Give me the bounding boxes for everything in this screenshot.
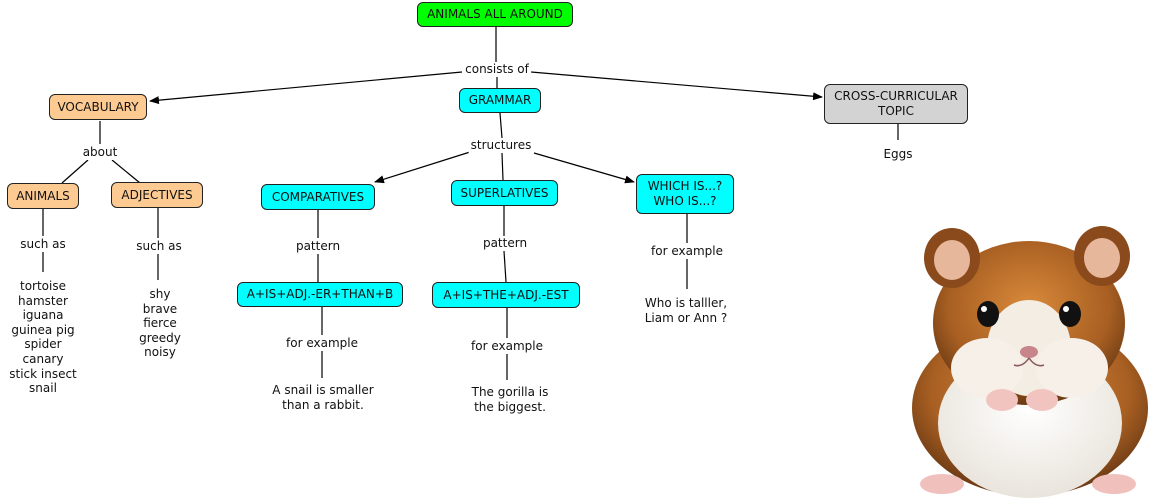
hamster-image xyxy=(912,226,1148,498)
which-is-node: WHICH IS...? WHO IS...? xyxy=(636,174,734,214)
which-example: Who is talller, Liam or Ann ? xyxy=(644,296,728,325)
animals-list: tortoise hamster iguana guinea pig spide… xyxy=(9,279,77,396)
adjectives-list: shy brave fierce greedy noisy xyxy=(139,287,181,360)
superlative-pattern-node: A+IS+THE+ADJ.-EST xyxy=(432,282,580,308)
link-such-as-adjectives: such as xyxy=(134,239,184,254)
link-pattern-comparatives: pattern xyxy=(293,239,343,254)
link-pattern-superlatives: pattern xyxy=(480,236,530,251)
adjectives-node: ADJECTIVES xyxy=(111,182,203,208)
comparative-pattern-node: A+IS+ADJ.-ER+THAN+B xyxy=(237,282,403,307)
link-for-example-comparatives: for example xyxy=(284,336,360,351)
animals-node: ANIMALS xyxy=(7,183,79,209)
comparatives-node: COMPARATIVES xyxy=(261,184,375,210)
eggs-text: Eggs xyxy=(883,147,913,161)
comparative-example: A snail is smaller than a rabbit. xyxy=(272,383,374,412)
link-structures: structures xyxy=(468,138,534,153)
title-node: ANIMALS ALL AROUND xyxy=(417,2,573,27)
link-for-example-superlatives: for example xyxy=(469,339,545,354)
link-about: about xyxy=(80,145,120,160)
superlative-example: The gorilla is the biggest. xyxy=(471,385,549,414)
link-for-example-which: for example xyxy=(649,244,725,259)
link-consists-of: consists of xyxy=(463,62,531,77)
grammar-node: GRAMMAR xyxy=(459,88,541,113)
superlatives-node: SUPERLATIVES xyxy=(451,180,558,206)
vocabulary-node: VOCABULARY xyxy=(49,94,147,120)
cross-curricular-node: CROSS-CURRICULAR TOPIC xyxy=(824,84,968,124)
link-such-as-animals: such as xyxy=(18,237,68,252)
